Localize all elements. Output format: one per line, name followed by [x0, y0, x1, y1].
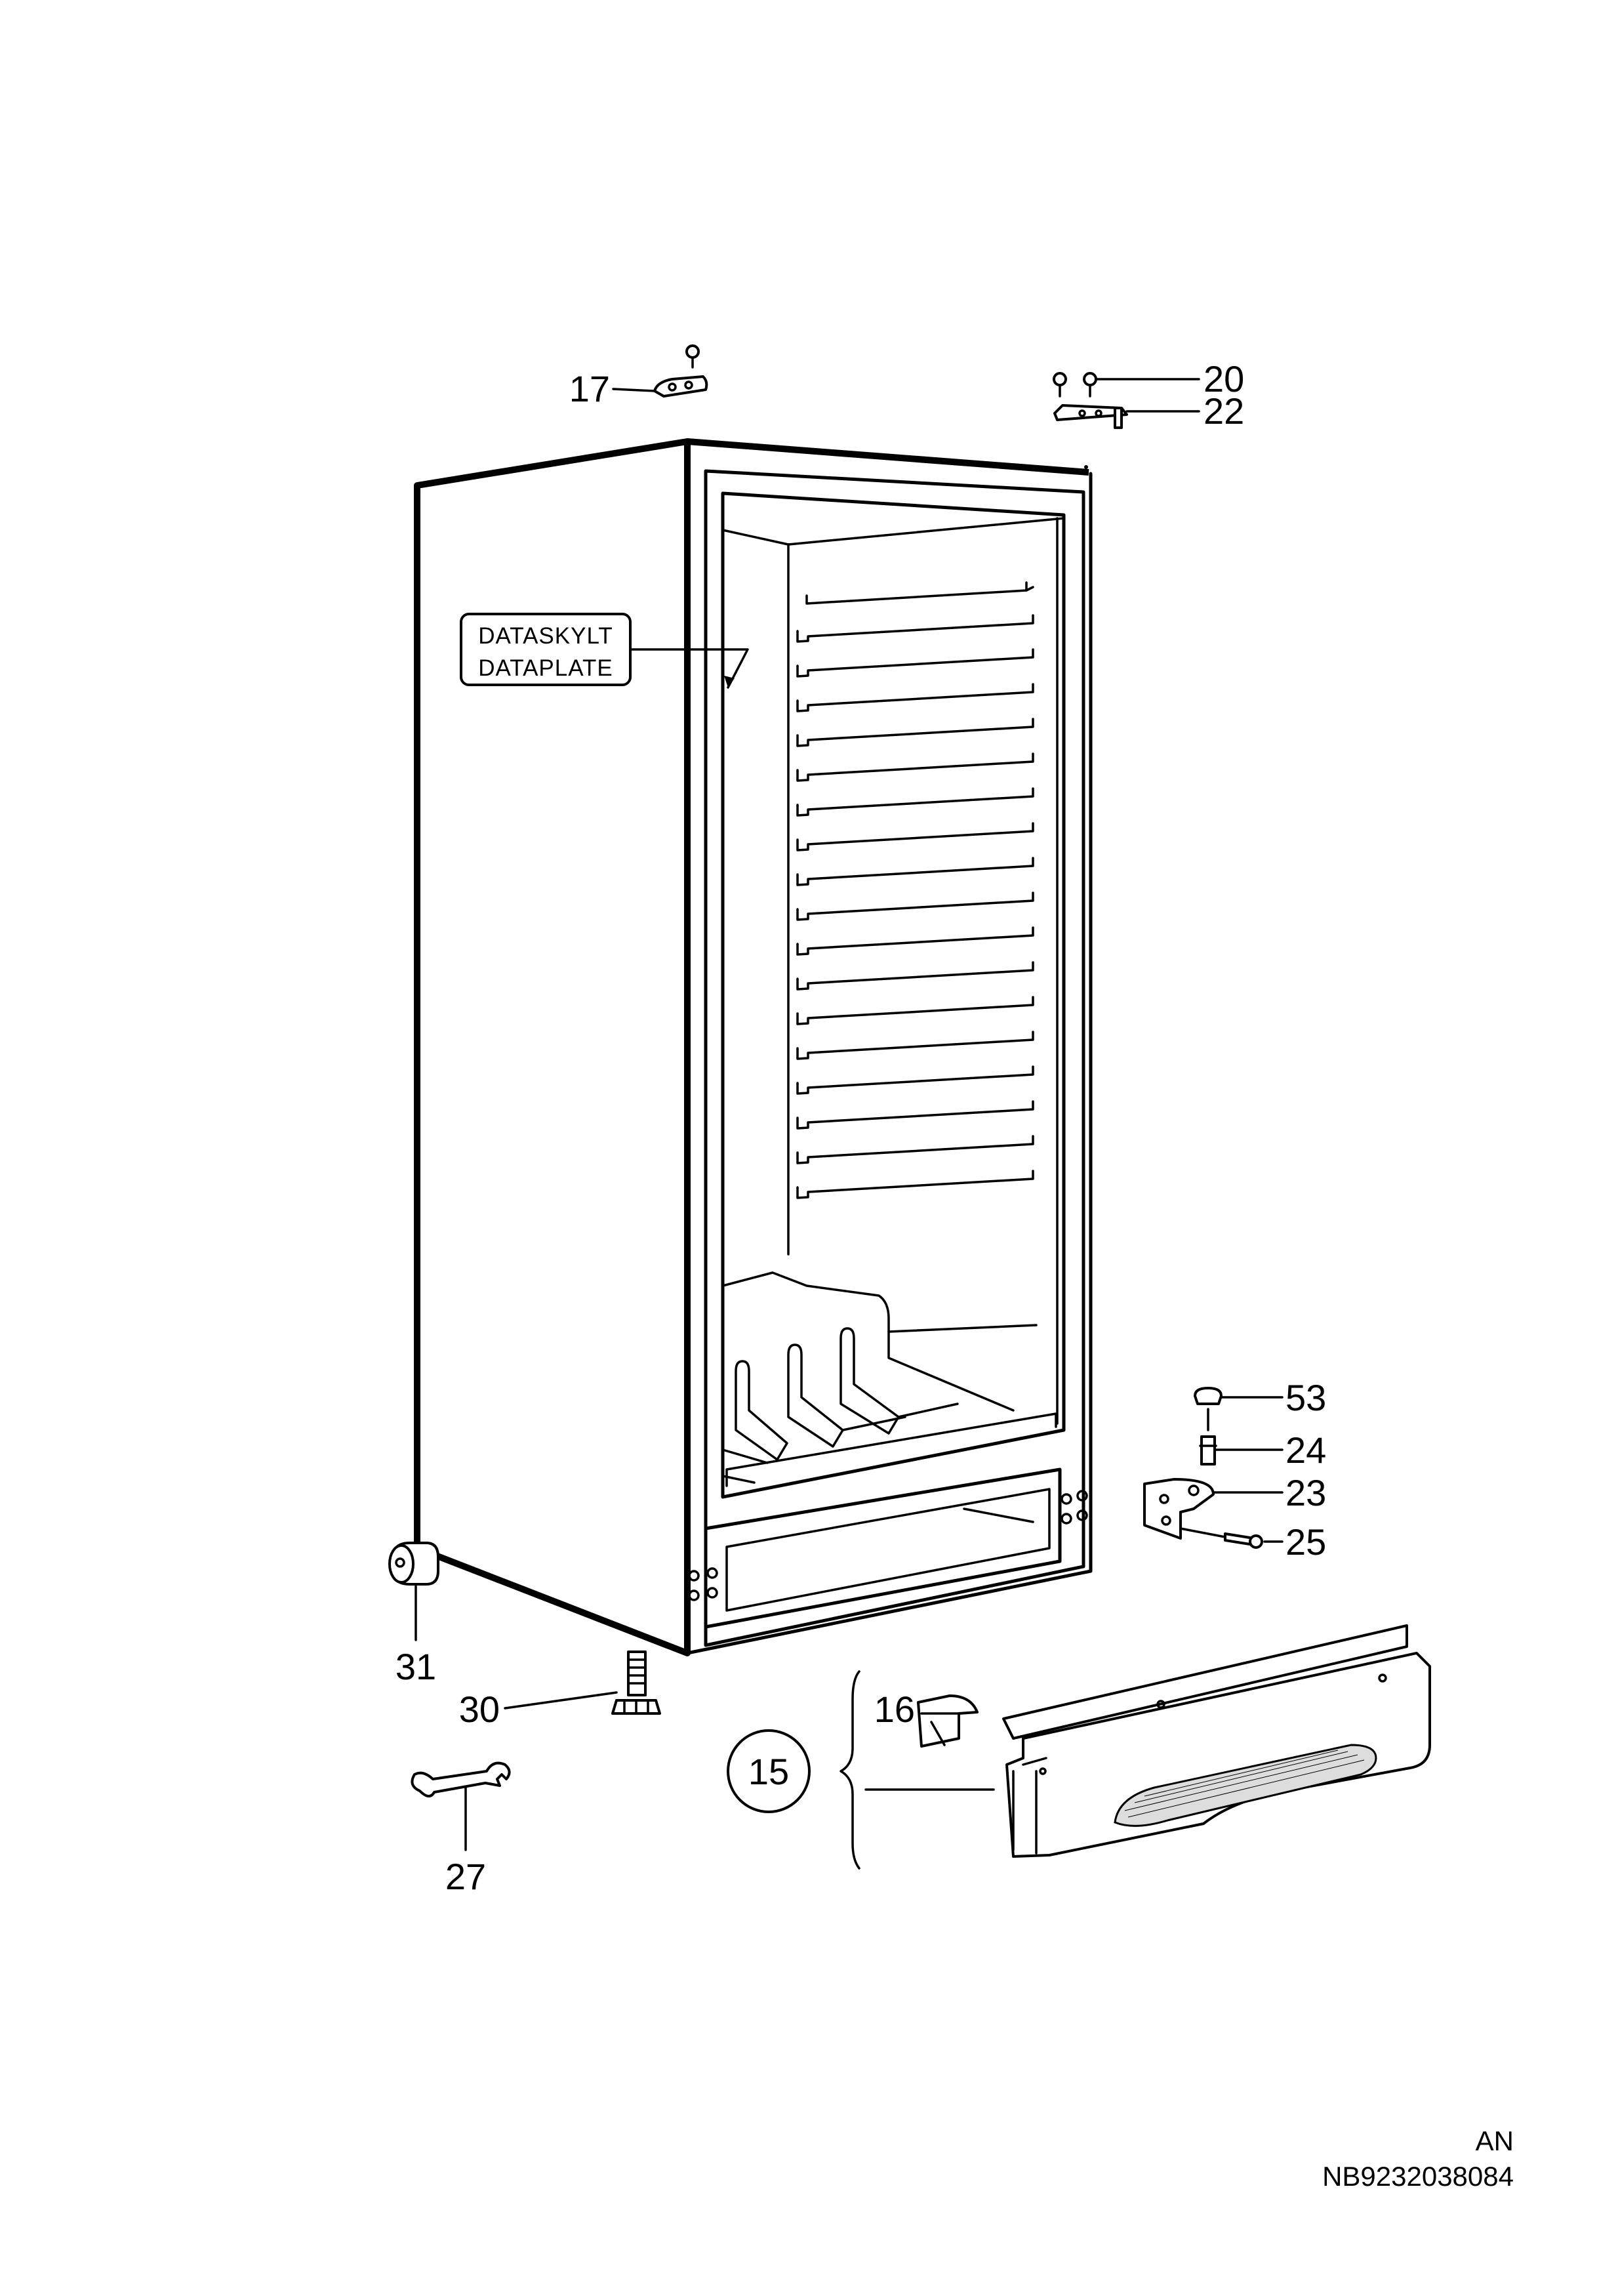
part-30-leveling-foot: 30	[459, 1650, 661, 1730]
callout-30: 30	[459, 1689, 500, 1730]
callout-53: 53	[1285, 1377, 1326, 1418]
callout-20: 20	[1203, 358, 1244, 400]
kick-plate-grille	[1002, 1624, 1431, 1858]
callout-16: 16	[874, 1689, 915, 1730]
part-53-cap: 53	[1194, 1377, 1326, 1418]
part-22-hinge-bracket: 22	[1053, 390, 1244, 432]
part-24-pin: 24	[1199, 1408, 1326, 1471]
language-code: AN	[1476, 2125, 1514, 2156]
callout-27: 27	[445, 1856, 486, 1897]
plate-line-1: DATASKYLT	[478, 623, 613, 649]
data-plate-label: DATASKYLT DATAPLATE	[460, 613, 749, 689]
part-25-screw: 25	[1179, 1521, 1326, 1563]
evaporator-coils	[721, 1327, 959, 1484]
part-17-hinge-cover: 17	[569, 344, 708, 409]
callout-23: 23	[1285, 1472, 1326, 1513]
callout-22: 22	[1203, 390, 1244, 432]
part-16-clip: 16	[874, 1689, 979, 1748]
drawing-footer: AN NB9232038084	[1322, 2125, 1514, 2192]
part-23-hinge: 23	[1143, 1472, 1326, 1540]
frame-holes	[688, 1490, 1088, 1601]
part-20-screws: 20	[1053, 358, 1244, 400]
part-27-wrench: 27	[411, 1761, 511, 1897]
part-31-foot: 31	[388, 1542, 439, 1687]
cabinet-body	[414, 438, 1093, 1656]
shelf-rails	[796, 581, 1034, 1199]
drawing-number: NB9232038084	[1322, 2161, 1514, 2192]
callout-31: 31	[395, 1646, 436, 1687]
callout-24: 24	[1285, 1429, 1326, 1471]
callout-25: 25	[1285, 1521, 1326, 1563]
plate-line-2: DATAPLATE	[478, 655, 613, 681]
callout-15: 15	[748, 1751, 789, 1792]
callout-17: 17	[569, 368, 610, 409]
part-15-assembly: 15	[727, 1670, 995, 1870]
